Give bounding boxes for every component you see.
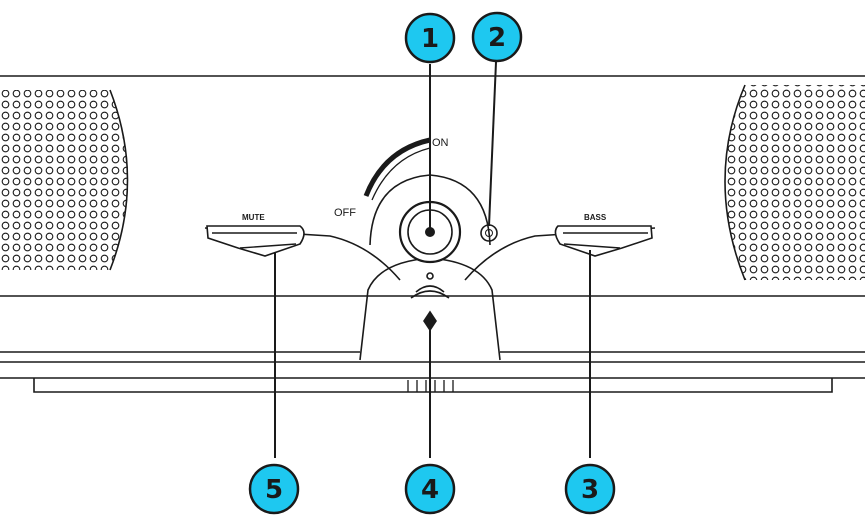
speaker-body xyxy=(0,75,865,393)
left-speaker-grille xyxy=(0,89,129,271)
callout-4-number: 4 xyxy=(421,475,439,505)
callout-4: 4 xyxy=(404,463,456,515)
bass-label: BASS xyxy=(584,213,607,222)
callout-2-number: 2 xyxy=(488,23,506,53)
leader-lines xyxy=(274,61,591,458)
bass-button[interactable] xyxy=(554,225,653,257)
mute-label: MUTE xyxy=(242,213,265,222)
right-speaker-grille xyxy=(724,84,865,281)
on-label: ON xyxy=(432,137,449,149)
base-vent xyxy=(407,380,454,392)
callout-3-number: 3 xyxy=(581,475,599,505)
callout-5-number: 5 xyxy=(265,475,283,505)
mute-button[interactable] xyxy=(206,225,305,257)
power-switch[interactable] xyxy=(363,137,462,264)
callout-2: 2 xyxy=(471,11,523,63)
callout-5: 5 xyxy=(248,463,300,515)
callout-1: 1 xyxy=(404,12,456,64)
callout-1-number: 1 xyxy=(421,24,439,54)
remote-sensor xyxy=(410,272,450,332)
callout-3: 3 xyxy=(564,463,616,515)
off-label: OFF xyxy=(334,207,356,219)
